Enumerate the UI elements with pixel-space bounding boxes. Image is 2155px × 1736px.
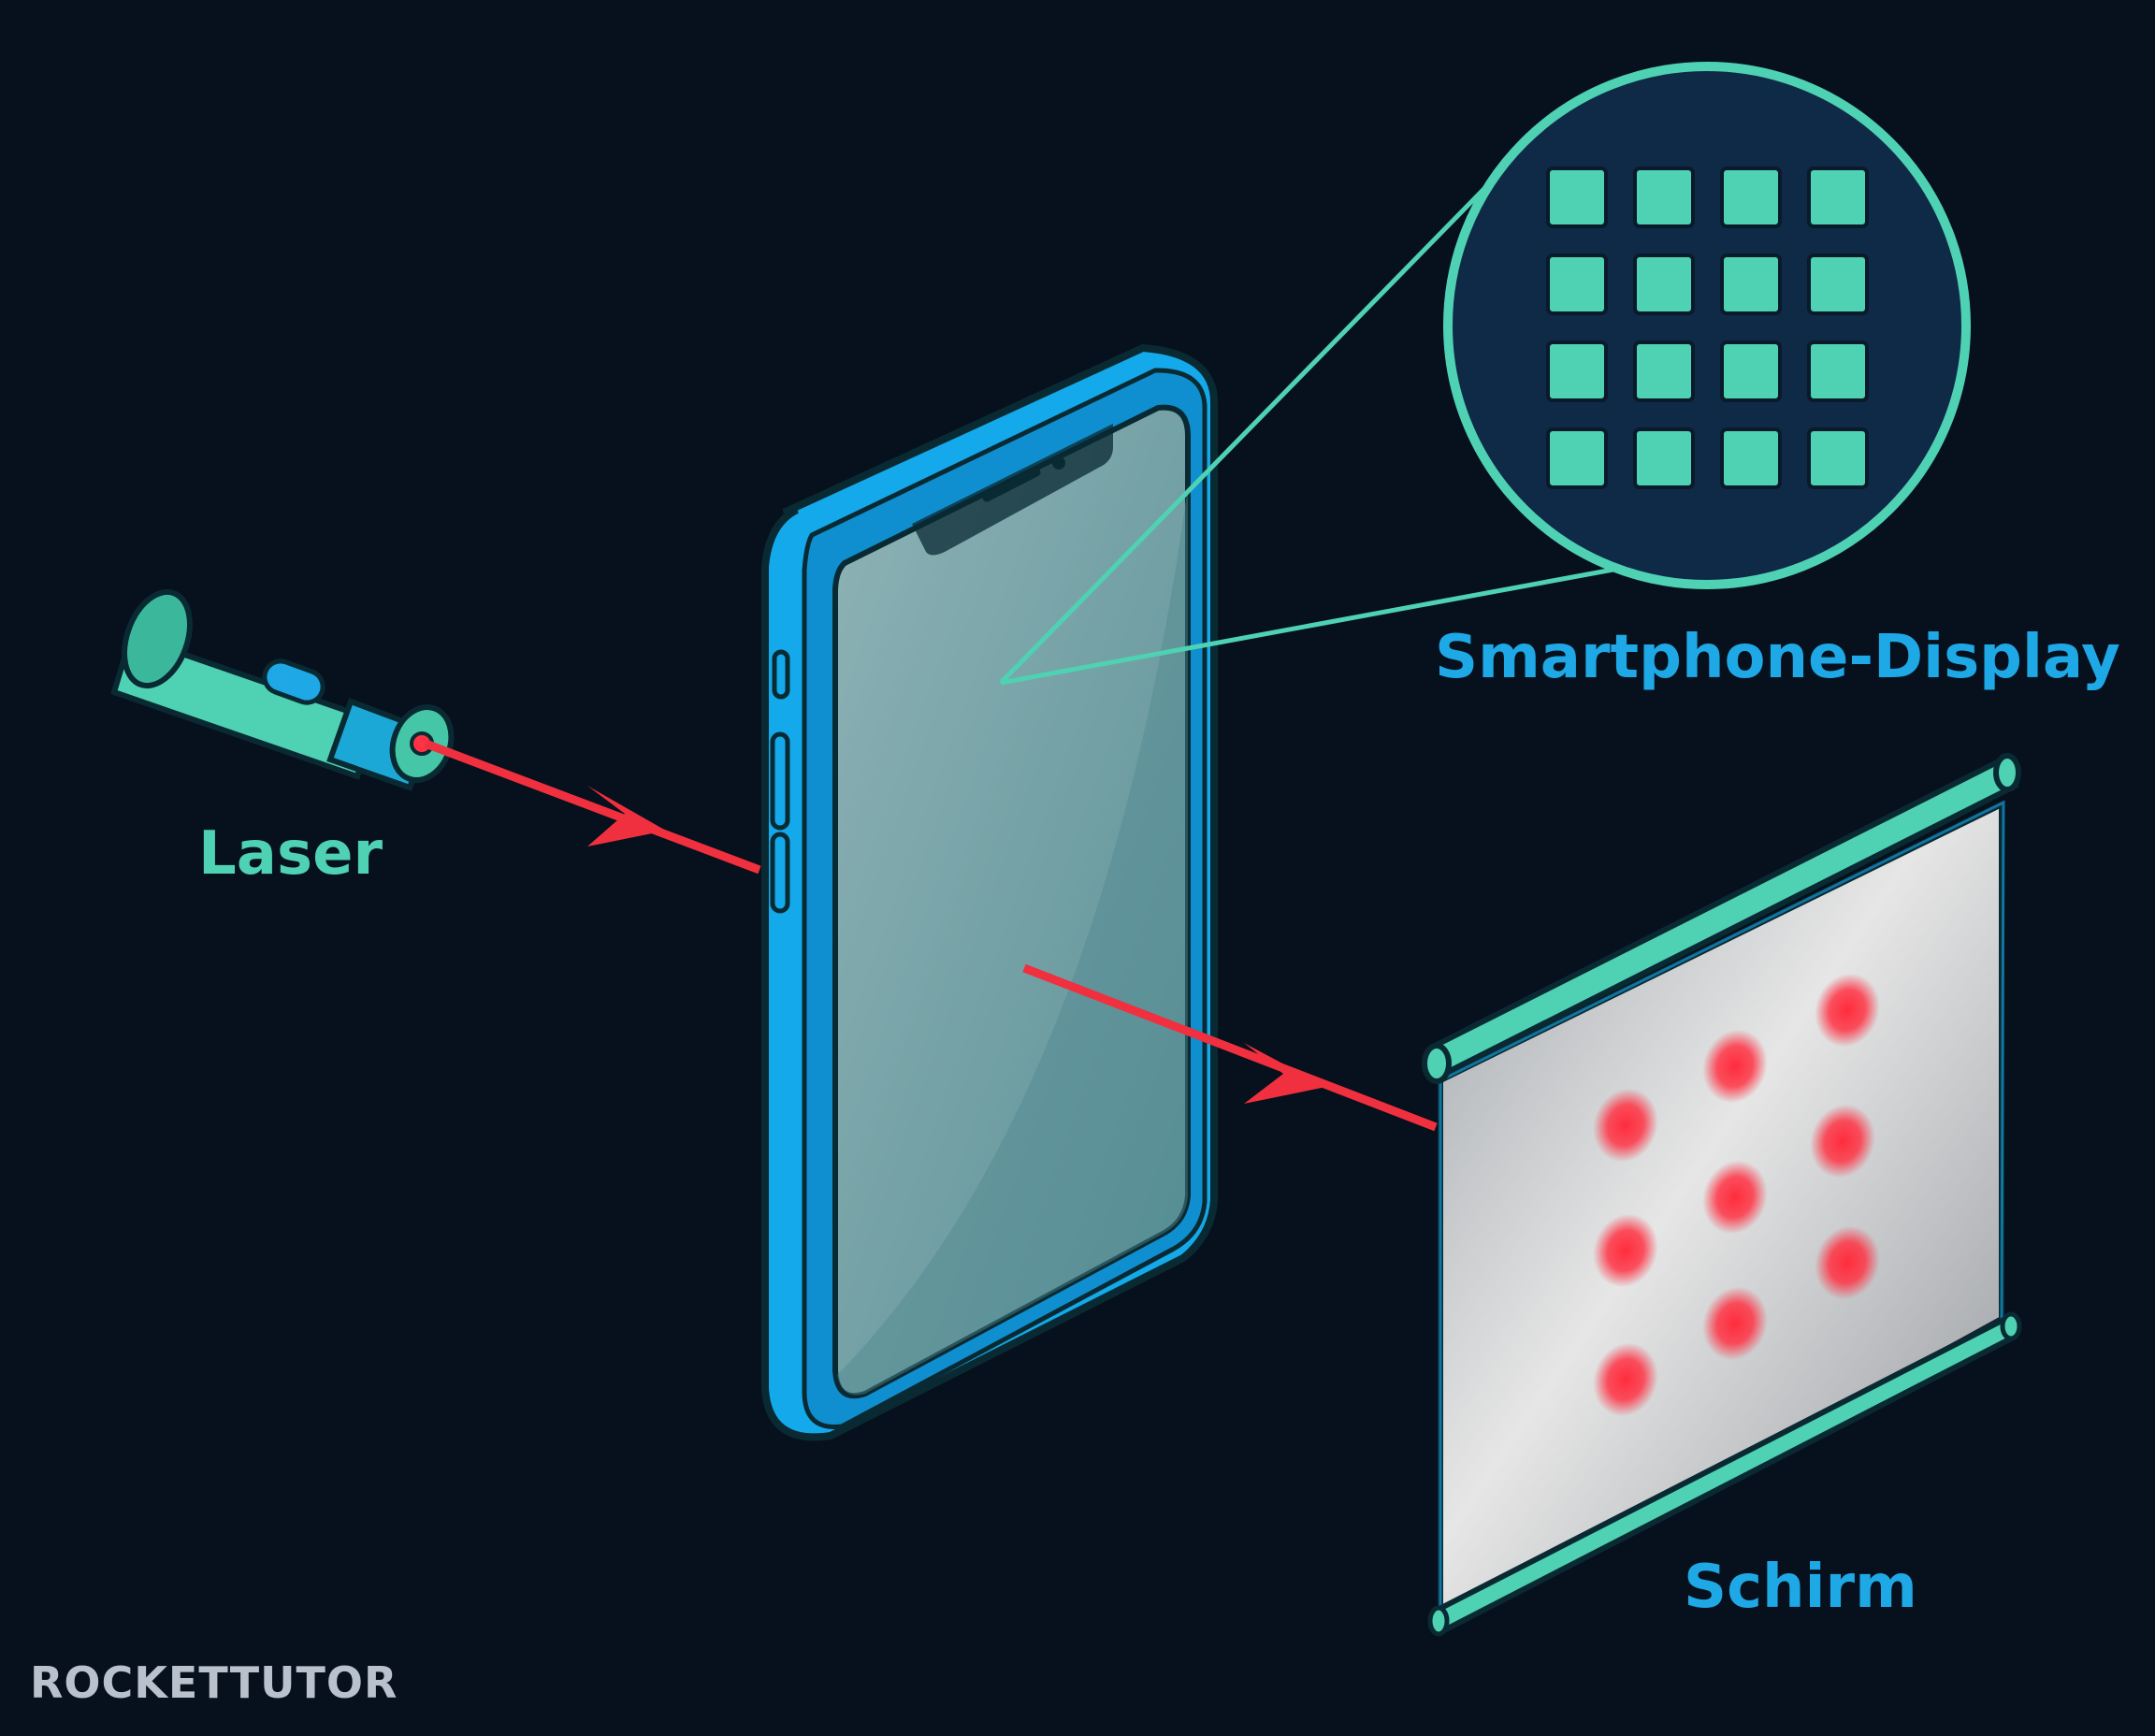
diffraction-spot — [1810, 1104, 1875, 1179]
display-pixel — [1546, 166, 1608, 228]
display-pixel — [1633, 166, 1695, 228]
display-pixel — [1807, 166, 1869, 228]
display-pixel — [1720, 253, 1782, 315]
rockettutor-logo: ROCKETTUTOR — [30, 1657, 398, 1708]
zoom-connector-lines — [999, 163, 1619, 686]
diffraction-spots — [1593, 973, 1880, 1417]
display-pixel — [1720, 427, 1782, 489]
diffraction-spot — [1702, 1029, 1768, 1104]
smartphone-display-label: Smartphone-Display — [1435, 623, 2120, 692]
diffracted-laser-beam — [1022, 963, 1438, 1132]
smartphone-icon — [761, 343, 1218, 1441]
display-pixel — [1546, 340, 1608, 402]
diffraction-spot — [1593, 1213, 1658, 1288]
diffraction-spot — [1815, 1225, 1880, 1300]
diffraction-spot — [1702, 1286, 1768, 1361]
diffraction-spot — [1702, 1160, 1768, 1235]
diffraction-spot — [1593, 1088, 1658, 1163]
magnifier-circle-icon — [1443, 62, 1971, 589]
display-pixel — [1807, 340, 1869, 402]
display-pixel — [1546, 253, 1608, 315]
incoming-laser-beam — [424, 739, 761, 875]
projection-screen-icon — [1422, 753, 2022, 1637]
diffraction-spot — [1815, 973, 1880, 1048]
laser-label: Laser — [198, 819, 383, 889]
display-pixel — [1633, 427, 1695, 489]
display-pixel — [1633, 340, 1695, 402]
display-pixel — [1546, 427, 1608, 489]
diffraction-spot — [1593, 1342, 1658, 1417]
pixel-grid — [1546, 166, 1869, 489]
laser-pointer-icon — [110, 588, 455, 791]
display-pixel — [1807, 253, 1869, 315]
display-pixel — [1633, 253, 1695, 315]
display-pixel — [1720, 166, 1782, 228]
screen-label: Schirm — [1684, 1553, 1917, 1622]
display-pixel — [1807, 427, 1869, 489]
display-pixel — [1720, 340, 1782, 402]
